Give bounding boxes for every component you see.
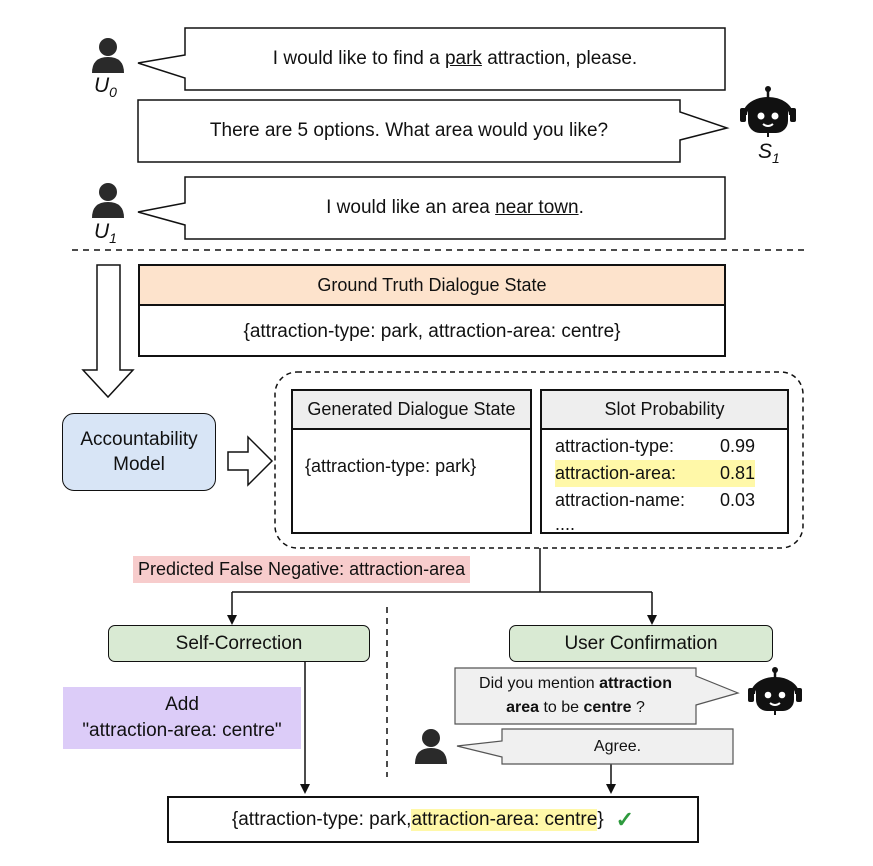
accountability-model-box: Accountability Model [62,413,216,491]
confirmation-answer: Agree. [593,737,642,755]
checkmark-icon: ✓ [615,806,635,832]
speaker-letter: S [758,140,773,163]
utterance-text: attraction, please. [481,48,638,69]
speaker-subscript: 0 [109,84,117,101]
robot-icon [740,86,796,137]
slot-probability-box: Slot Probability attraction-type:0.99 at… [540,389,789,534]
person-icon [92,183,124,218]
ground-truth-box: Ground Truth Dialogue State {attraction-… [138,264,726,357]
speaker-label-u0: U0 [94,74,117,100]
slot-probability-list: attraction-type:0.99 attraction-area:0.8… [542,430,787,534]
ground-truth-value: {attraction-type: park, attraction-area:… [243,320,621,342]
speaker-label-s1: S1 [758,140,780,166]
add-slot-action: Add "attraction-area: centre" [63,687,301,749]
utterance-keyword: park [444,48,482,69]
utterance-text: I would like to find a [272,48,445,69]
utterance-text: There are 5 options. What area would you… [209,120,609,141]
utterance-keyword: near town [495,197,579,218]
generated-state-header: Generated Dialogue State [293,391,530,430]
utterance-text: I would like an area [326,197,496,218]
person-icon [92,38,124,73]
slot-row: attraction-name:0.03 [555,490,756,510]
confirmation-question: Did you mention attraction area to be ce… [479,675,672,716]
ground-truth-header: Ground Truth Dialogue State [140,266,724,306]
hollow-right-arrow [227,435,274,487]
speaker-label-u1: U1 [94,220,117,246]
speech-bubble-question [454,667,740,725]
final-state-box: {attraction-type: park, attraction-area:… [167,796,699,843]
slot-ellipsis: .... [555,514,576,534]
speaker-subscript: 1 [772,150,780,167]
speaker-letter: U [94,74,110,97]
utterance-u1: I would like an area near town. [185,177,725,239]
generated-state-box: Generated Dialogue State {attraction-typ… [291,389,532,534]
user-confirmation-box: User Confirmation [509,625,773,662]
speech-bubble-u0 [137,27,726,91]
hollow-down-arrow [81,264,135,399]
corrected-slot-highlight: attraction-area: centre [411,808,598,831]
false-negative-label: Predicted False Negative: attraction-are… [133,556,471,583]
speaker-subscript: 1 [109,230,117,247]
utterance-u0: I would like to find a park attraction, … [185,28,725,90]
speech-bubble-u1 [137,176,726,240]
self-correction-box: Self-Correction [108,625,370,662]
slot-row: attraction-type:0.99 [555,436,756,456]
speaker-letter: U [94,220,110,243]
state-container [274,371,804,549]
utterance-s1: There are 5 options. What area would you… [138,100,680,162]
robot-icon [748,667,802,715]
speech-bubble-agree [456,728,734,765]
slot-row-highlighted: attraction-area:0.81 [555,460,787,487]
utterance-text: . [578,197,584,218]
speech-bubble-s1 [137,99,730,163]
generated-state-value: {attraction-type: park} [305,456,477,476]
slot-probability-header: Slot Probability [542,391,787,430]
person-icon [415,729,447,764]
